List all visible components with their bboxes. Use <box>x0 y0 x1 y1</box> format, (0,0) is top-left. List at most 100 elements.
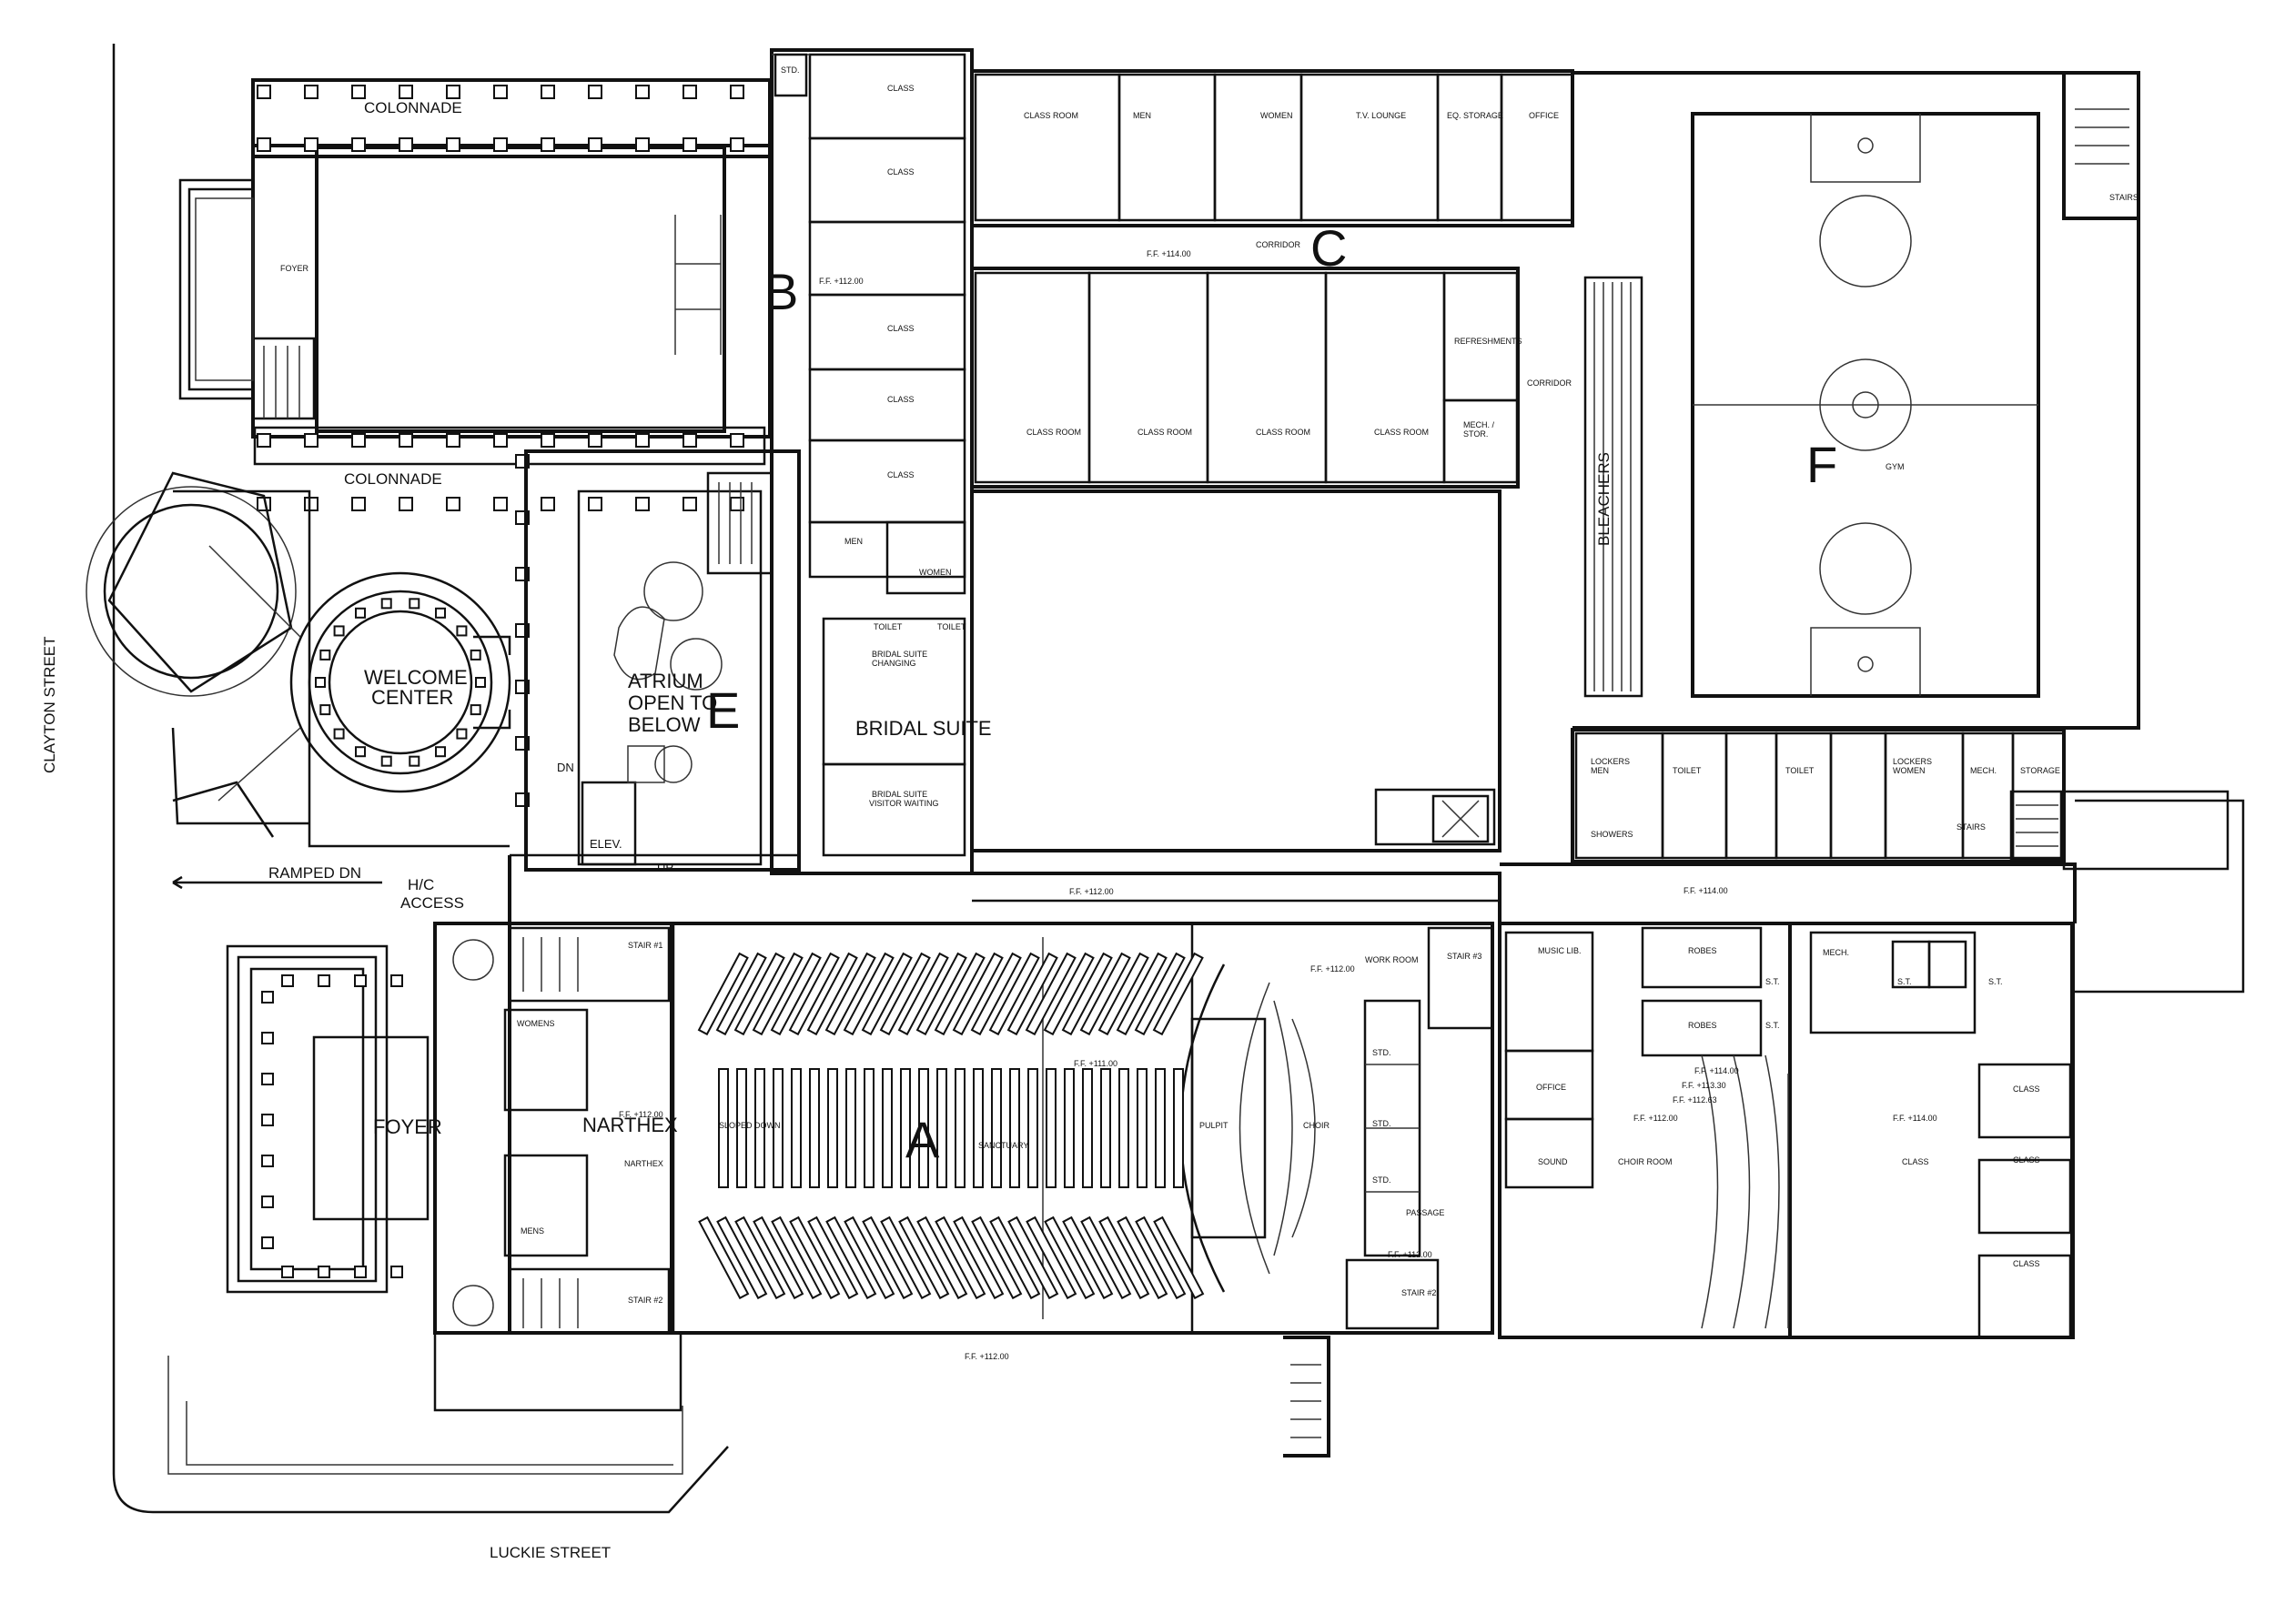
pew <box>915 952 967 1036</box>
stairs-label-lock: STAIRS <box>1956 822 1986 832</box>
choir-label: CHOIR <box>1303 1121 1330 1130</box>
colonnade-top-label: COLONNADE <box>364 99 462 116</box>
pew <box>1082 1068 1093 1188</box>
narthex-foyer <box>226 922 682 1412</box>
pew <box>1137 1068 1148 1188</box>
pew <box>718 1068 729 1188</box>
sanctuary-pews <box>697 952 1205 1300</box>
colonnade-column <box>541 137 555 152</box>
robes-label-1: ROBES <box>1688 946 1717 955</box>
colonnade-column <box>635 137 650 152</box>
ff-112-narthex: F.F. +112.00 <box>619 1110 663 1119</box>
colonnade-column <box>588 85 602 99</box>
welcome-center-label-1: WELCOME <box>364 666 468 689</box>
gym-label: GYM <box>1886 462 1905 471</box>
colonnade-column <box>351 497 366 511</box>
bridal-changing-label-1: BRIDAL SUITE <box>872 650 927 659</box>
up-label: UP <box>657 861 673 874</box>
ff-114-corridor: F.F. +114.00 <box>1147 249 1191 258</box>
pew <box>716 1215 768 1300</box>
lockers-men-label-2: MEN <box>1591 766 1609 775</box>
stair-3-label: STAIR #3 <box>1447 952 1481 961</box>
pew <box>789 1215 841 1300</box>
zone-e-label: E <box>706 681 740 739</box>
colonnade-column <box>304 137 318 152</box>
rotunda-column <box>435 607 446 619</box>
pew <box>752 952 804 1036</box>
colonnade-column <box>730 85 744 99</box>
pew <box>861 952 913 1036</box>
ff-112-63-label: F.F. +112.63 <box>1673 1095 1717 1105</box>
pew <box>970 952 1022 1036</box>
class-wing-middle <box>770 48 974 875</box>
pew <box>1061 952 1113 1036</box>
building-b <box>178 78 772 466</box>
corridor-c-wing <box>970 69 1574 852</box>
pew <box>753 1215 804 1300</box>
st-label-1: S.T. <box>1765 977 1780 986</box>
colonnade-column <box>635 85 650 99</box>
pew <box>791 1068 802 1188</box>
class-label-e1: CLASS <box>1902 1157 1929 1166</box>
pew <box>1080 1215 1132 1300</box>
foyer-column <box>261 1155 274 1167</box>
sound-label: SOUND <box>1538 1157 1568 1166</box>
ff-112-sanctuary-top: F.F. +112.00 <box>1069 887 1114 896</box>
stair-2-label-right: STAIR #2 <box>1401 1288 1436 1297</box>
pew <box>1026 1215 1077 1300</box>
bridal-changing-label-2: CHANGING <box>872 659 916 668</box>
pew <box>973 1068 984 1188</box>
colonnade-column <box>493 433 508 448</box>
pew <box>1044 1215 1096 1300</box>
ff-114-class-label: F.F. +114.00 <box>1893 1114 1937 1123</box>
refreshments-label: REFRESHMENTS <box>1454 337 1522 346</box>
class-label-e3: CLASS <box>2013 1155 2040 1165</box>
colonnade-column <box>446 85 460 99</box>
pew <box>935 1215 986 1300</box>
foyer-column <box>354 974 367 987</box>
rotunda-column <box>470 649 481 661</box>
rotunda-column <box>333 728 345 740</box>
colonnade-column <box>351 85 366 99</box>
pew <box>1100 1068 1111 1188</box>
pew <box>1173 1068 1184 1188</box>
ff-112-chancel-low: F.F. +112.00 <box>1388 1250 1432 1259</box>
pew <box>900 1068 911 1188</box>
foyer-column <box>261 1073 274 1085</box>
colonnade-column <box>399 497 413 511</box>
pew <box>809 1068 820 1188</box>
narthex-small-label: NARTHEX <box>624 1159 663 1168</box>
pew <box>843 952 895 1036</box>
pew <box>1064 1068 1075 1188</box>
pew <box>1155 1068 1166 1188</box>
atrium-label-3: BELOW <box>628 713 701 736</box>
pew <box>1098 1215 1150 1300</box>
ff-114-lock: F.F. +114.00 <box>1684 886 1728 895</box>
colonnade-column <box>588 137 602 152</box>
hc-access-label-1: H/C <box>408 876 434 893</box>
pew <box>734 1215 786 1300</box>
men-label-c: MEN <box>1133 111 1151 120</box>
pew <box>934 952 986 1036</box>
pew <box>991 1068 1002 1188</box>
corridor-label-east: CORRIDOR <box>1527 378 1572 388</box>
pew <box>827 1068 838 1188</box>
pew <box>1027 1068 1038 1188</box>
rotunda-column <box>409 598 420 610</box>
pew <box>1009 1068 1020 1188</box>
site-boundary <box>112 44 729 1514</box>
rotunda-column <box>456 728 468 740</box>
pew <box>864 1068 875 1188</box>
colonnade-column <box>541 85 555 99</box>
toilet-label-lock-2: TOILET <box>1785 766 1815 775</box>
rotunda-column <box>315 677 326 688</box>
class-room-label: CLASS ROOM <box>1024 111 1078 120</box>
bleachers-label: BLEACHERS <box>1595 452 1613 546</box>
class-label: CLASS <box>887 84 915 93</box>
pew <box>971 1215 1023 1300</box>
pew <box>1007 1215 1059 1300</box>
lockers-women-label-1: LOCKERS <box>1893 757 1932 766</box>
pew <box>844 1215 895 1300</box>
